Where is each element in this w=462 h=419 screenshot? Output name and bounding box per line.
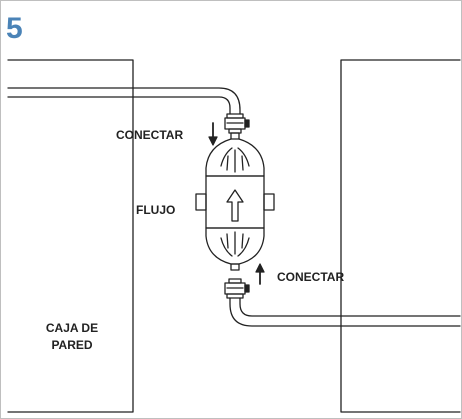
arrow-down-icon	[208, 122, 218, 146]
top-hose	[7, 87, 241, 115]
connect-bottom-label: CONECTAR	[277, 270, 345, 284]
bottom-connector	[224, 278, 250, 299]
filter-body	[205, 175, 265, 229]
wall-box-label-line2: PARED	[51, 338, 93, 352]
step-number: 5	[6, 12, 23, 45]
filter-unit	[195, 132, 275, 271]
top-connector	[224, 113, 250, 134]
wall-box-label-line1: CAJA DE	[45, 321, 99, 335]
flow-arrow-icon	[226, 189, 244, 222]
arrow-up-icon	[255, 263, 265, 285]
wall-box-outline	[7, 59, 134, 413]
filter-side-port-left	[195, 193, 207, 211]
filter-side-port-right	[263, 193, 275, 211]
right-cabinet-outline	[340, 59, 461, 413]
bottom-hose	[229, 297, 461, 327]
flow-label: FLUJO	[136, 203, 176, 217]
connect-top-label: CONECTAR	[116, 128, 184, 142]
wall-box-label: CAJA DE PARED	[40, 320, 104, 354]
